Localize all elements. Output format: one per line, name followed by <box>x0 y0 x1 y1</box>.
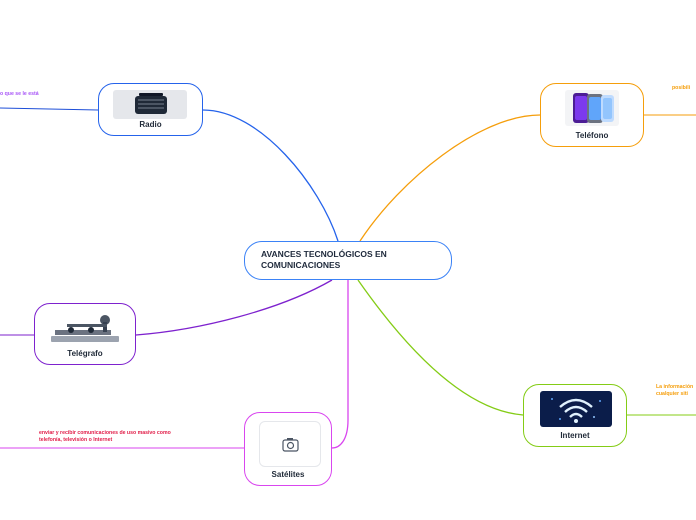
topic-telegrafo-label: Telégrafo <box>67 349 103 358</box>
smartphone-icon <box>565 90 619 126</box>
topic-internet[interactable]: Internet <box>523 384 627 447</box>
topic-internet-note-line2: cualquier siti <box>656 391 688 397</box>
connector-radio-note <box>0 107 99 111</box>
topic-telefono-label: Teléfono <box>575 131 609 140</box>
topic-telefono[interactable]: Teléfono <box>540 83 644 147</box>
connector-radio <box>202 109 339 242</box>
topic-radio-label: Radio <box>139 120 162 129</box>
connector-satelites <box>331 280 349 449</box>
topic-satelites-note-line1: enviar y recibir comunicaciones de uso m… <box>39 430 171 436</box>
telegraph-key-icon <box>47 310 123 346</box>
topic-radio-note: o que se le está <box>0 91 39 97</box>
topic-telegrafo[interactable]: Telégrafo <box>34 303 136 365</box>
topic-satelites[interactable]: Satélites <box>244 412 332 486</box>
central-topic-title: AVANCES TECNOLÓGICOS EN COMUNICACIONES <box>261 249 387 270</box>
wifi-icon <box>540 391 612 427</box>
connector-telegrafo <box>135 279 333 336</box>
topic-satelites-note-line2: telefonía, televisión o Internet <box>39 437 113 443</box>
radio-icon <box>113 90 187 119</box>
topic-telefono-note: posibili <box>672 85 691 91</box>
connector-internet <box>357 279 524 416</box>
topic-internet-note-line1: La información <box>656 384 694 390</box>
topic-internet-note: La información cualquier siti <box>656 384 693 398</box>
topic-radio[interactable]: Radio <box>98 83 203 136</box>
topic-internet-label: Internet <box>560 431 590 440</box>
camera-icon <box>259 421 321 467</box>
central-topic[interactable]: AVANCES TECNOLÓGICOS EN COMUNICACIONES <box>244 241 452 280</box>
connector-telefono <box>359 114 541 242</box>
topic-satelites-label: Satélites <box>271 470 305 479</box>
topic-satelites-note: enviar y recibir comunicaciones de uso m… <box>39 430 171 444</box>
